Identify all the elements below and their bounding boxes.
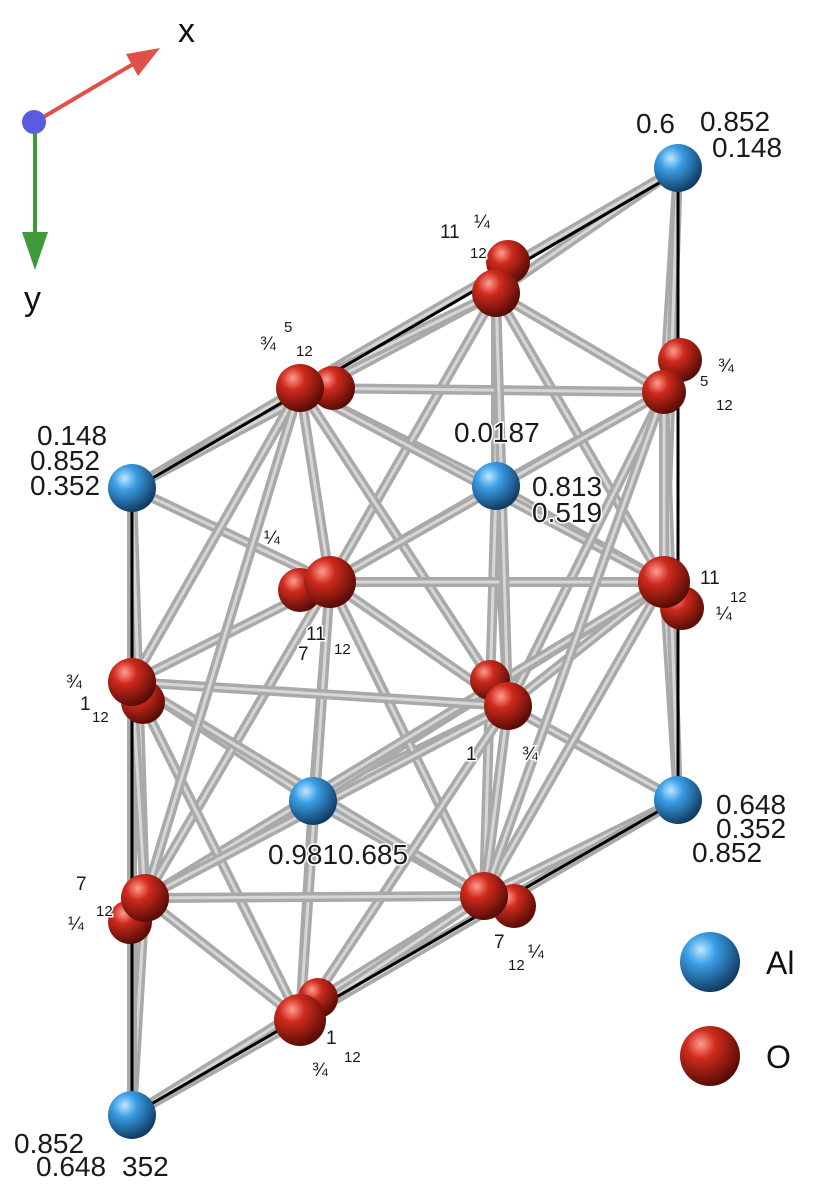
bond-highlight-o-upleft-o-mid <box>298 387 332 583</box>
bond-highlight-o-centerlow-o-bottom <box>298 705 510 1021</box>
label-o-upleft-1: ¾ <box>260 334 277 355</box>
x-axis-arrowhead <box>126 48 160 76</box>
label-o-lowright-2: 12 <box>508 957 525 974</box>
label-al-bottom-2: 0.648 <box>36 1151 106 1182</box>
label-o-bottom-1: 1 <box>326 1028 337 1049</box>
atom-o-upleft <box>276 364 324 412</box>
atom-o-lowleft <box>121 874 169 922</box>
label-o-centerlow-2: ¾ <box>522 744 539 765</box>
label-al-bottom-1: 0.852 <box>14 1128 84 1159</box>
atom-o-centerlow <box>484 682 532 730</box>
label-o-upright-2: 5 <box>700 373 708 390</box>
label-o-top-3: 12 <box>470 245 487 262</box>
label-al-top-3: 0.148 <box>712 132 782 163</box>
label-o-lowleft-1: 7 <box>76 874 87 895</box>
bond-highlight-al-right-o-centerlow <box>507 704 679 802</box>
bond-highlight-o-lowleft-o-bottom <box>144 896 301 1022</box>
label-o-upright-3: 12 <box>716 397 733 414</box>
y-axis-label: y <box>24 280 41 318</box>
label-al-lower-1: 0.981 <box>268 839 338 870</box>
label-al-center-1: 0.0187 <box>454 417 540 448</box>
label-o-lowright-1: 7 <box>494 932 505 953</box>
atom-o-upright <box>642 370 686 414</box>
label-o-centerlow-1: 1 <box>466 744 477 765</box>
label-o-mid-1: ¼ <box>264 528 281 549</box>
axis-origin <box>22 110 46 134</box>
label-al-left-1: 0.148 <box>37 420 107 451</box>
atom-al-right <box>654 776 702 824</box>
atom-o-left <box>108 658 156 706</box>
atom-o-top <box>472 269 520 317</box>
atom-o-lowright <box>460 872 508 920</box>
label-o-mid-4: 12 <box>334 641 351 658</box>
label-o-right-3: 12 <box>730 589 747 606</box>
label-al-right-3: 0.852 <box>692 837 762 868</box>
legend-al-swatch <box>680 932 740 992</box>
bond-highlight-o-upright-o-lowright <box>482 391 666 897</box>
label-o-top-2: ¼ <box>474 212 491 233</box>
bond-highlight-o-upright-o-centerlow <box>506 391 666 707</box>
atom-al-top <box>654 144 702 192</box>
label-o-bottom-2: ¾ <box>312 1060 329 1081</box>
label-al-lower-2: 0.685 <box>338 839 408 870</box>
y-axis-arrowhead <box>22 232 48 270</box>
label-al-right-1: 0.648 <box>716 789 786 820</box>
x-axis-arrow <box>33 58 142 124</box>
bond-highlight-o-upleft-o-left <box>130 387 302 683</box>
bond-highlight-o-upleft-o-lowleft <box>143 387 302 899</box>
label-al-top-1: 0.6 <box>636 108 675 139</box>
label-o-right-2: ¼ <box>716 604 733 625</box>
bond-highlight-o-left-o-centerlow <box>131 680 509 708</box>
label-al-left-2: 0.852 <box>30 445 100 476</box>
bond-highlight-al-left-o-mid <box>131 486 331 584</box>
label-al-left-3: 0.352 <box>30 470 100 501</box>
bond-highlight-o-mid-o-lowleft <box>143 581 332 899</box>
label-o-top-1: 11 <box>440 222 460 243</box>
atom-o-bottom <box>274 994 326 1046</box>
label-o-right-1: 11 <box>700 568 720 589</box>
bond-highlight-o-left-o-bottom <box>130 681 302 1021</box>
bond-highlight-o-lowleft-o-lowright <box>144 894 485 900</box>
atom-al-bottom <box>108 1091 156 1139</box>
atom-al-lower <box>289 777 337 825</box>
label-al-right-2: 0.352 <box>716 813 786 844</box>
label-al-top-2: 0.852 <box>700 106 770 137</box>
label-al-center-2: 0.813 <box>532 471 602 502</box>
label-o-mid-3: 7 <box>298 644 309 665</box>
bond-highlight-o-right-o-lowright <box>482 581 666 897</box>
atom-o-mid <box>304 556 356 608</box>
bond-highlight-o-upleft-o-upright <box>299 386 665 394</box>
label-o-lowright-3: ¼ <box>528 942 545 963</box>
label-o-upleft-3: 12 <box>296 343 313 360</box>
label-o-left-3: 12 <box>92 709 109 726</box>
bond-highlight-o-centerlow-o-lowright <box>482 705 510 897</box>
label-al-bottom-3: 352 <box>122 1151 169 1182</box>
x-axis-label: x <box>178 12 195 50</box>
bond-highlight-o-top-o-upright <box>495 291 665 394</box>
label-o-left-2: 1 <box>80 694 91 715</box>
label-o-upleft-2: 5 <box>284 319 292 336</box>
label-o-mid-2: 11 <box>306 624 326 645</box>
atom-o-right <box>638 556 690 608</box>
coordinate-labels: 0.6 0.852 0.148 0.148 0.852 0.352 0.0187… <box>13 105 788 1184</box>
label-o-upright-1: ¾ <box>718 356 735 377</box>
label-o-left-1: ¾ <box>66 672 83 693</box>
atom-al-center <box>472 462 520 510</box>
label-o-lowleft-3: 12 <box>96 903 113 920</box>
label-o-lowleft-2: ¼ <box>68 914 85 935</box>
bond-highlight-o-upleft-o-centerlow <box>298 387 510 707</box>
bonds-group <box>127 163 683 1120</box>
legend-o-label: O <box>766 1039 791 1075</box>
label-o-bottom-3: 12 <box>344 1049 361 1066</box>
atom-al-left <box>108 464 156 512</box>
legend-al-label: Al <box>766 945 794 981</box>
atoms-group <box>108 144 704 1139</box>
legend-o-swatch <box>680 1026 740 1086</box>
legend: Al O <box>680 932 794 1086</box>
axis-indicator: x y <box>22 12 195 318</box>
atom-o-upleft-back <box>311 366 355 410</box>
label-al-center-3: 0.519 <box>532 497 602 528</box>
bond-highlight-o-top-o-mid <box>328 292 498 583</box>
